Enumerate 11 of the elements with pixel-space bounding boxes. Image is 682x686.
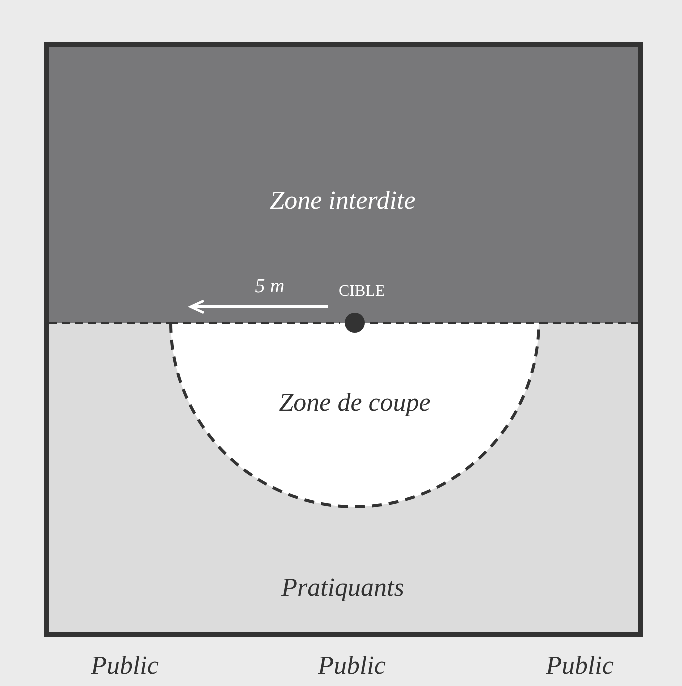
- zone-label: Zone de coupe: [279, 388, 431, 418]
- cutting-zone: [170, 323, 540, 508]
- zone-label: Zone interdite: [270, 186, 416, 216]
- dimension-label: 5 m: [255, 276, 285, 298]
- target-label: CIBLE: [339, 283, 386, 301]
- participants-zone: [49, 323, 638, 632]
- zone-label: Pratiquants: [282, 573, 404, 603]
- restricted-zone: [49, 47, 638, 323]
- public-label: Public: [91, 651, 159, 681]
- public-label: Public: [318, 651, 386, 681]
- public-label: Public: [546, 651, 614, 681]
